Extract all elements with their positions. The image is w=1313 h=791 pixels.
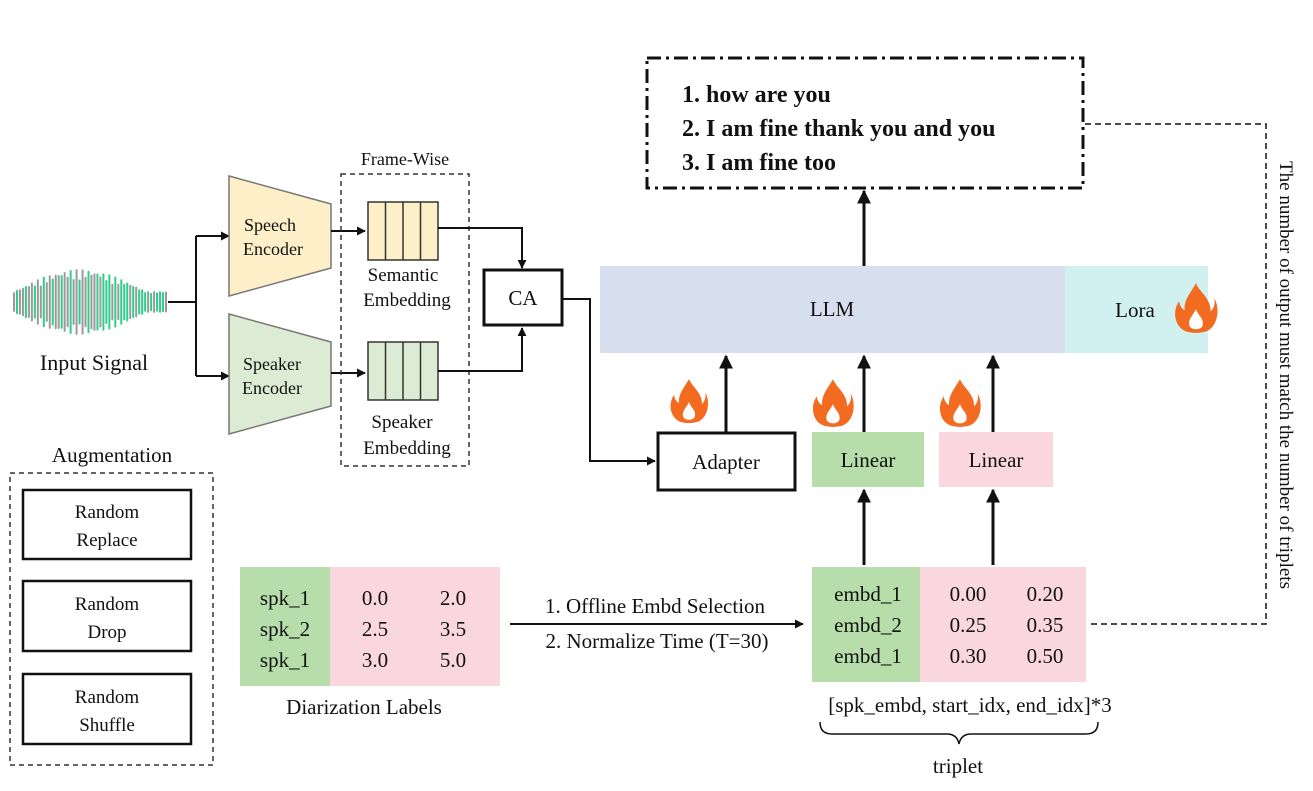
speaker-embedding-block: [367, 341, 439, 401]
embedding-to-ca-arrows: [438, 227, 527, 372]
diar-speaker: spk_1: [260, 586, 310, 610]
augmentation-group: [9, 472, 214, 766]
ca-to-adapter-arrow: [562, 298, 656, 466]
linear-pink-block: Linear: [939, 432, 1053, 487]
speech-encoder-label-2: Encoder: [243, 239, 303, 259]
fire-icon-linear-green: [812, 379, 854, 427]
semantic-embedding-label-2: Embedding: [363, 290, 451, 311]
diar-speaker: spk_2: [260, 617, 310, 641]
fire-icon-linear-pink: [939, 379, 981, 427]
constraint-connector: [1085, 123, 1267, 625]
ca-block: CA: [482, 268, 564, 327]
triplet-embedding: embd_1: [834, 644, 902, 668]
diarization-caption: Diarization Labels: [286, 695, 442, 719]
diar-end: 3.5: [440, 617, 466, 641]
aug-random-shuffle: Random Shuffle: [21, 672, 193, 746]
triplet-start: 0.25: [950, 613, 987, 637]
audio-waveform: [13, 269, 167, 335]
triplet-embedding: embd_1: [834, 582, 902, 606]
vertical-arrows: [719, 189, 1000, 565]
semantic-embedding-block: [367, 201, 439, 261]
speaker-encoder-label-1: Speaker: [243, 354, 301, 374]
aug-random-drop: Random Drop: [21, 579, 193, 653]
speaker-embedding-label-1: Speaker: [371, 412, 433, 433]
triplet-embedding: embd_2: [834, 613, 902, 637]
constraint-note: The number of output must match the numb…: [1275, 161, 1296, 589]
aug-shuffle-line-2: Shuffle: [79, 715, 135, 736]
diar-speaker: spk_1: [260, 648, 310, 672]
speaker-embedding-label-2: Embedding: [363, 438, 451, 459]
output-box: 1. how are you 2. I am fine thank you an…: [645, 56, 1085, 190]
lora-block: Lora: [1065, 266, 1208, 353]
aug-shuffle-line-1: Random: [75, 687, 140, 708]
encoder-to-embedding-arrows: [331, 226, 366, 378]
triplet-end: 0.50: [1027, 644, 1064, 668]
semantic-embedding-label-1: Semantic: [368, 265, 439, 286]
triplet-format: [spk_embd, start_idx, end_idx]*3: [828, 693, 1111, 717]
diar-start: 3.0: [362, 648, 388, 672]
frame-wise-title: Frame-Wise: [361, 149, 449, 169]
triplet-caption: triplet: [933, 754, 983, 778]
triplet-end: 0.35: [1027, 613, 1064, 637]
aug-random-replace: Random Replace: [21, 488, 193, 561]
speech-encoder: Speech Encoder: [228, 175, 332, 297]
diarization-table: spk_1 spk_2 spk_1 0.0 2.5 3.0 2.0 3.5 5.…: [240, 567, 500, 686]
diar-end: 5.0: [440, 648, 466, 672]
output-line-2: 2. I am fine thank you and you: [682, 116, 995, 142]
step-normalize-time: 2. Normalize Time (T=30): [546, 629, 769, 653]
linear-pink-label: Linear: [969, 448, 1024, 472]
triplet-brace: [819, 721, 1099, 745]
triplet-start: 0.00: [950, 582, 987, 606]
llm-block: LLM: [600, 266, 1065, 353]
lora-label: Lora: [1115, 298, 1155, 322]
output-line-1: 1. how are you: [682, 82, 831, 108]
adapter-label: Adapter: [692, 450, 760, 474]
aug-replace-line-2: Replace: [76, 530, 137, 551]
aug-drop-line-1: Random: [75, 594, 140, 615]
augmentation-title: Augmentation: [52, 443, 173, 467]
ca-label: CA: [508, 286, 538, 310]
diar-start: 0.0: [362, 586, 388, 610]
step-offline-selection: 1. Offline Embd Selection: [545, 594, 766, 618]
frame-wise-group: Frame-Wise Semantic Embedding Speaker Em…: [340, 149, 470, 467]
llm-label: LLM: [810, 297, 855, 321]
input-connectors: [168, 231, 230, 381]
input-signal-label: Input Signal: [40, 350, 148, 375]
triplet-start: 0.30: [950, 644, 987, 668]
output-line-3: 3. I am fine too: [682, 150, 836, 176]
aug-drop-line-2: Drop: [87, 622, 126, 643]
aug-replace-line-1: Random: [75, 502, 140, 523]
triplet-table: embd_1 embd_2 embd_1 0.00 0.25 0.30 0.20…: [812, 567, 1086, 682]
adapter-block: Adapter: [656, 431, 797, 492]
triplet-end: 0.20: [1027, 582, 1064, 606]
speaker-encoder: Speaker Encoder: [228, 313, 332, 435]
fire-icon-adapter: [670, 379, 709, 423]
speech-encoder-label-1: Speech: [244, 215, 296, 235]
speaker-encoder-label-2: Encoder: [242, 378, 302, 398]
diar-end: 2.0: [440, 586, 466, 610]
diar-start: 2.5: [362, 617, 388, 641]
linear-green-label: Linear: [841, 448, 896, 472]
linear-green-block: Linear: [812, 432, 924, 487]
